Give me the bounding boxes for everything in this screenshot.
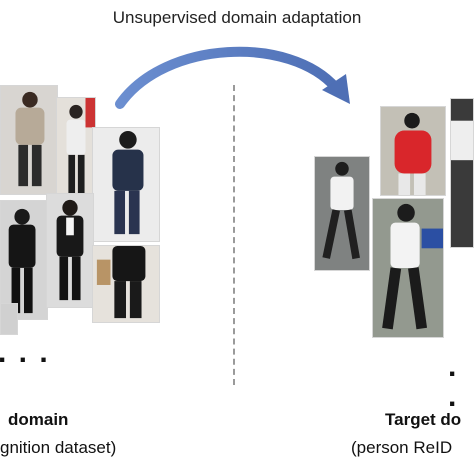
source-photo-6	[92, 245, 160, 323]
target-photo-collage	[312, 98, 474, 348]
source-photo-7	[0, 303, 18, 335]
domain-divider	[233, 85, 235, 385]
source-photo-5	[46, 193, 94, 308]
source-photo-4	[0, 200, 48, 320]
target-photo-3	[372, 198, 444, 338]
target-photo-2	[380, 106, 446, 196]
target-photo-1	[314, 156, 370, 271]
diagram-title: Unsupervised domain adaptation	[112, 8, 362, 27]
source-domain-subtitle: gnition dataset)	[0, 438, 117, 457]
source-photo-collage	[0, 85, 165, 335]
target-domain-subtitle: (person ReID	[351, 438, 453, 457]
source-photo-3	[92, 127, 160, 242]
target-photo-4	[450, 98, 474, 248]
target-domain-title: Target do	[385, 410, 462, 429]
source-domain-title: domain	[8, 410, 69, 429]
target-ellipsis: . .	[448, 350, 459, 413]
source-ellipsis: . . .	[0, 336, 50, 369]
source-photo-1	[0, 85, 58, 195]
source-photo-2	[56, 97, 96, 202]
